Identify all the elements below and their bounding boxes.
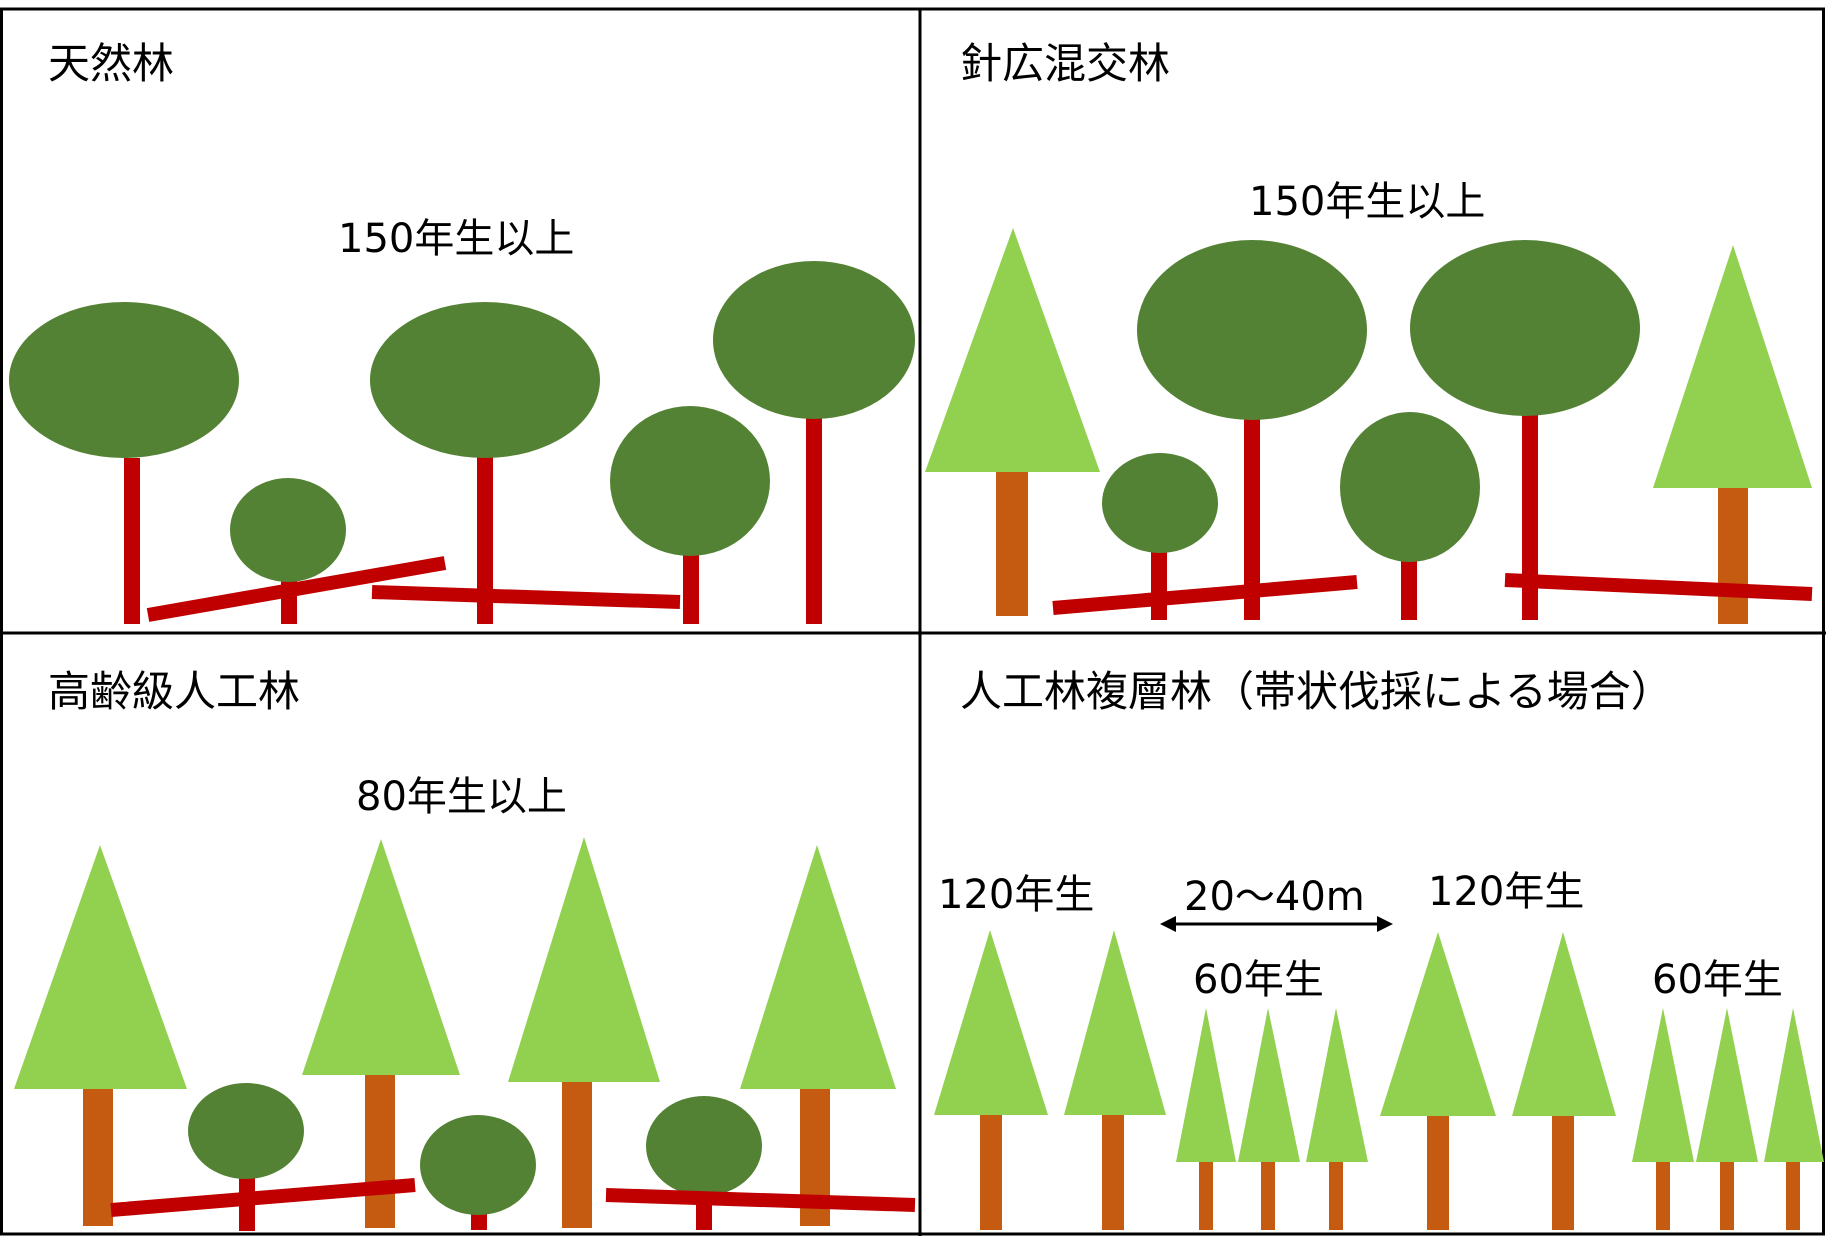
panel-title-multilayer: 人工林複層林（帯状伐採による場合） — [960, 667, 1673, 716]
broadleaf-trunk — [1522, 412, 1538, 620]
panel-title-old-plantation: 高齢級人工林 — [48, 667, 300, 716]
conifer-tree-group — [925, 228, 1812, 624]
fallen-log — [1504, 573, 1813, 601]
conifer-crown — [1764, 1008, 1824, 1162]
broadleaf-tree-group — [188, 1083, 762, 1231]
conifer-trunk — [1427, 1114, 1449, 1230]
diagram-frame — [0, 7, 1825, 1236]
conifer-crown — [508, 837, 660, 1082]
conifer-crown — [14, 845, 187, 1089]
strip-width-label: 20〜40m — [1184, 874, 1365, 920]
conifer-trunk — [1261, 1160, 1275, 1230]
arrow-head-left — [1160, 916, 1176, 932]
broadleaf-trunk — [477, 455, 493, 624]
fallen-log — [1052, 575, 1358, 615]
conifer-crown — [1696, 1008, 1758, 1162]
conifer-crown — [925, 228, 1100, 472]
old-conifer-group — [934, 930, 1616, 1230]
panel-old-plantation: 高齢級人工林 80年生以上 — [14, 667, 916, 1231]
conifer-crown — [1512, 932, 1616, 1116]
conifer-trunk — [1199, 1160, 1213, 1230]
conifer-trunk — [980, 1113, 1002, 1230]
broadleaf-trunk — [683, 553, 699, 624]
broadleaf-crown — [188, 1083, 304, 1179]
conifer-crown — [1306, 1008, 1368, 1162]
conifer-trunk — [1718, 486, 1748, 624]
fallen-log — [110, 1178, 416, 1217]
broadleaf-trunk — [124, 458, 140, 624]
broadleaf-crown — [1340, 412, 1480, 562]
broadleaf-crown — [1410, 240, 1640, 416]
conifer-trunk — [1102, 1113, 1124, 1230]
age-label-old-plantation: 80年生以上 — [356, 774, 567, 820]
broadleaf-crown — [610, 406, 770, 556]
conifer-crown — [1653, 245, 1812, 488]
young-conifer-group — [1176, 1008, 1824, 1230]
conifer-trunk — [365, 1073, 395, 1228]
conifer-crown — [740, 845, 896, 1089]
panel-multilayer-plantation: 人工林複層林（帯状伐採による場合） 120年生 20〜40m 120年生 60年… — [934, 667, 1824, 1230]
broadleaf-tree-group — [9, 261, 915, 624]
conifer-crown — [934, 930, 1048, 1115]
panel-natural-forest: 天然林 150年生以上 — [9, 39, 915, 624]
age-label-old-right: 120年生 — [1428, 869, 1584, 915]
conifer-trunk — [1329, 1160, 1343, 1230]
panel-grid — [0, 7, 1826, 1236]
arrow-head-right — [1377, 916, 1393, 932]
broadleaf-crown — [9, 302, 239, 458]
fallen-logs — [146, 556, 681, 622]
fallen-logs — [110, 1178, 916, 1217]
conifer-trunk — [83, 1087, 113, 1226]
broadleaf-crown — [420, 1115, 536, 1215]
broadleaf-crown — [1137, 240, 1367, 420]
broadleaf-trunk — [1244, 412, 1260, 620]
conifer-trunk — [1786, 1160, 1800, 1230]
age-label-mixed: 150年生以上 — [1249, 179, 1485, 225]
broadleaf-trunk — [1151, 550, 1167, 620]
broadleaf-crown — [230, 478, 346, 582]
conifer-crown — [1238, 1008, 1300, 1162]
strip-width-arrow — [1160, 916, 1393, 932]
conifer-tree-group — [14, 837, 896, 1228]
fallen-logs — [1052, 573, 1813, 615]
broadleaf-crown — [646, 1096, 762, 1196]
fallen-log — [605, 1188, 916, 1212]
age-label-young-right: 60年生 — [1652, 957, 1783, 1003]
conifer-crown — [1064, 930, 1166, 1115]
conifer-trunk — [1720, 1160, 1734, 1230]
broadleaf-crown — [713, 261, 915, 419]
age-label-natural: 150年生以上 — [338, 216, 574, 262]
age-label-old-left: 120年生 — [938, 872, 1094, 918]
fallen-log — [146, 556, 447, 622]
broadleaf-trunk — [1401, 560, 1417, 620]
conifer-crown — [302, 839, 460, 1075]
broadleaf-crown — [1102, 453, 1218, 553]
conifer-trunk — [1552, 1114, 1574, 1230]
conifer-trunk — [562, 1080, 592, 1228]
conifer-trunk — [996, 470, 1028, 616]
age-label-young-left: 60年生 — [1193, 957, 1324, 1003]
broadleaf-crown — [370, 302, 600, 458]
panel-mixed-forest: 針広混交林 150年生以上 — [925, 39, 1813, 624]
conifer-crown — [1176, 1008, 1236, 1162]
conifer-trunk — [1656, 1160, 1670, 1230]
conifer-crown — [1380, 932, 1496, 1116]
broadleaf-tree-group — [1102, 240, 1640, 620]
panel-title-natural: 天然林 — [48, 39, 174, 88]
conifer-crown — [1632, 1008, 1694, 1162]
panel-title-mixed: 針広混交林 — [960, 39, 1170, 88]
fallen-log — [371, 585, 681, 609]
broadleaf-trunk — [806, 415, 822, 624]
